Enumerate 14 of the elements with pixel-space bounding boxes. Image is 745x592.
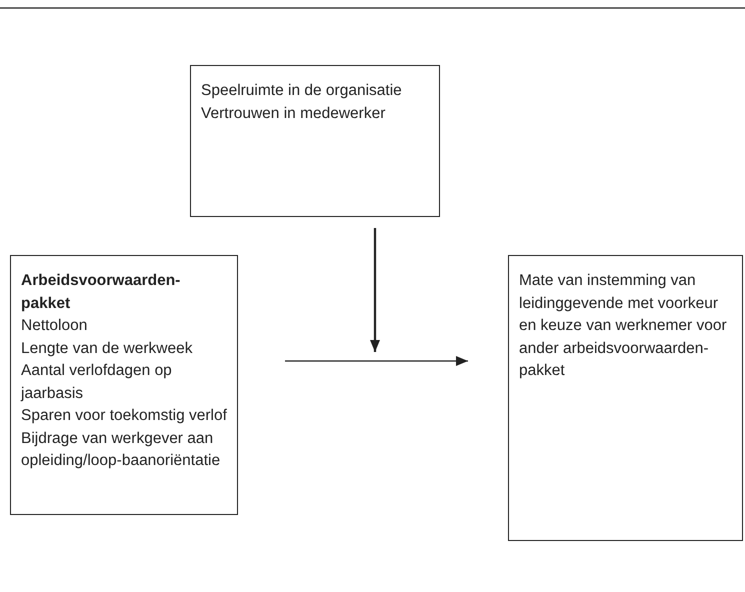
body-text: Aantal verlofdagen op jaarbasis — [21, 361, 173, 404]
body-text: Nettoloon — [21, 316, 88, 336]
body-text: Vertrouwen in medewerker — [201, 104, 386, 124]
text-box — [190, 65, 440, 217]
arrow — [285, 356, 468, 366]
body-text: Speelruimte in de organisatie — [201, 81, 403, 101]
body-text: Sparen voor toekomstig verlof — [21, 406, 227, 426]
text-box — [508, 255, 743, 541]
heading-text: Arbeidsvoorwaarden-pakket — [21, 271, 182, 314]
body-text: Bijdrage van werkgever aan opleiding/loop-baanoriëntatie — [21, 428, 222, 471]
text-box — [10, 255, 238, 515]
body-text: Mate van instemming van leidinggevende met voorkeur en keuze van werknemer voor ander arbeidsvoorwaarden-pakket — [519, 271, 728, 381]
body-text: Lengte van de werkweek — [21, 338, 194, 358]
arrow — [370, 228, 380, 352]
